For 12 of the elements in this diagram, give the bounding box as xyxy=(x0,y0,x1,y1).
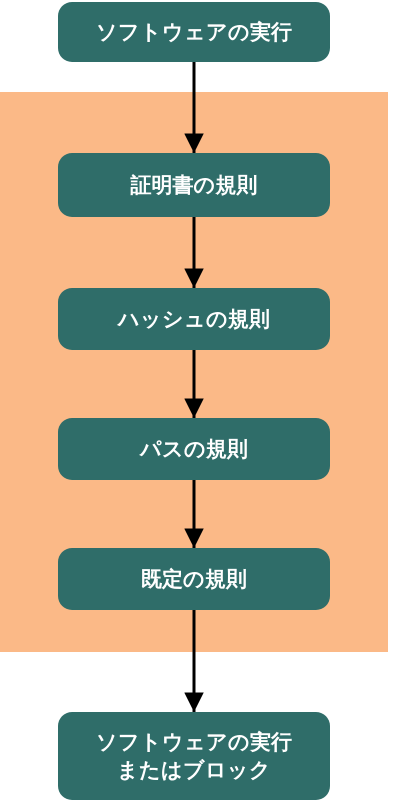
arrow xyxy=(184,610,204,712)
process-box: パスの規則 xyxy=(58,418,330,480)
process-box: 既定の規則 xyxy=(58,548,330,610)
arrow xyxy=(184,217,204,288)
group-band xyxy=(0,92,388,652)
process-box: ソフトウェアの実行 xyxy=(58,2,330,62)
arrow xyxy=(184,480,204,548)
arrow xyxy=(184,62,204,153)
process-box: ソフトウェアの実行またはブロック xyxy=(58,712,330,800)
arrow xyxy=(184,350,204,418)
process-box: ハッシュの規則 xyxy=(58,288,330,350)
process-box: 証明書の規則 xyxy=(58,153,330,217)
